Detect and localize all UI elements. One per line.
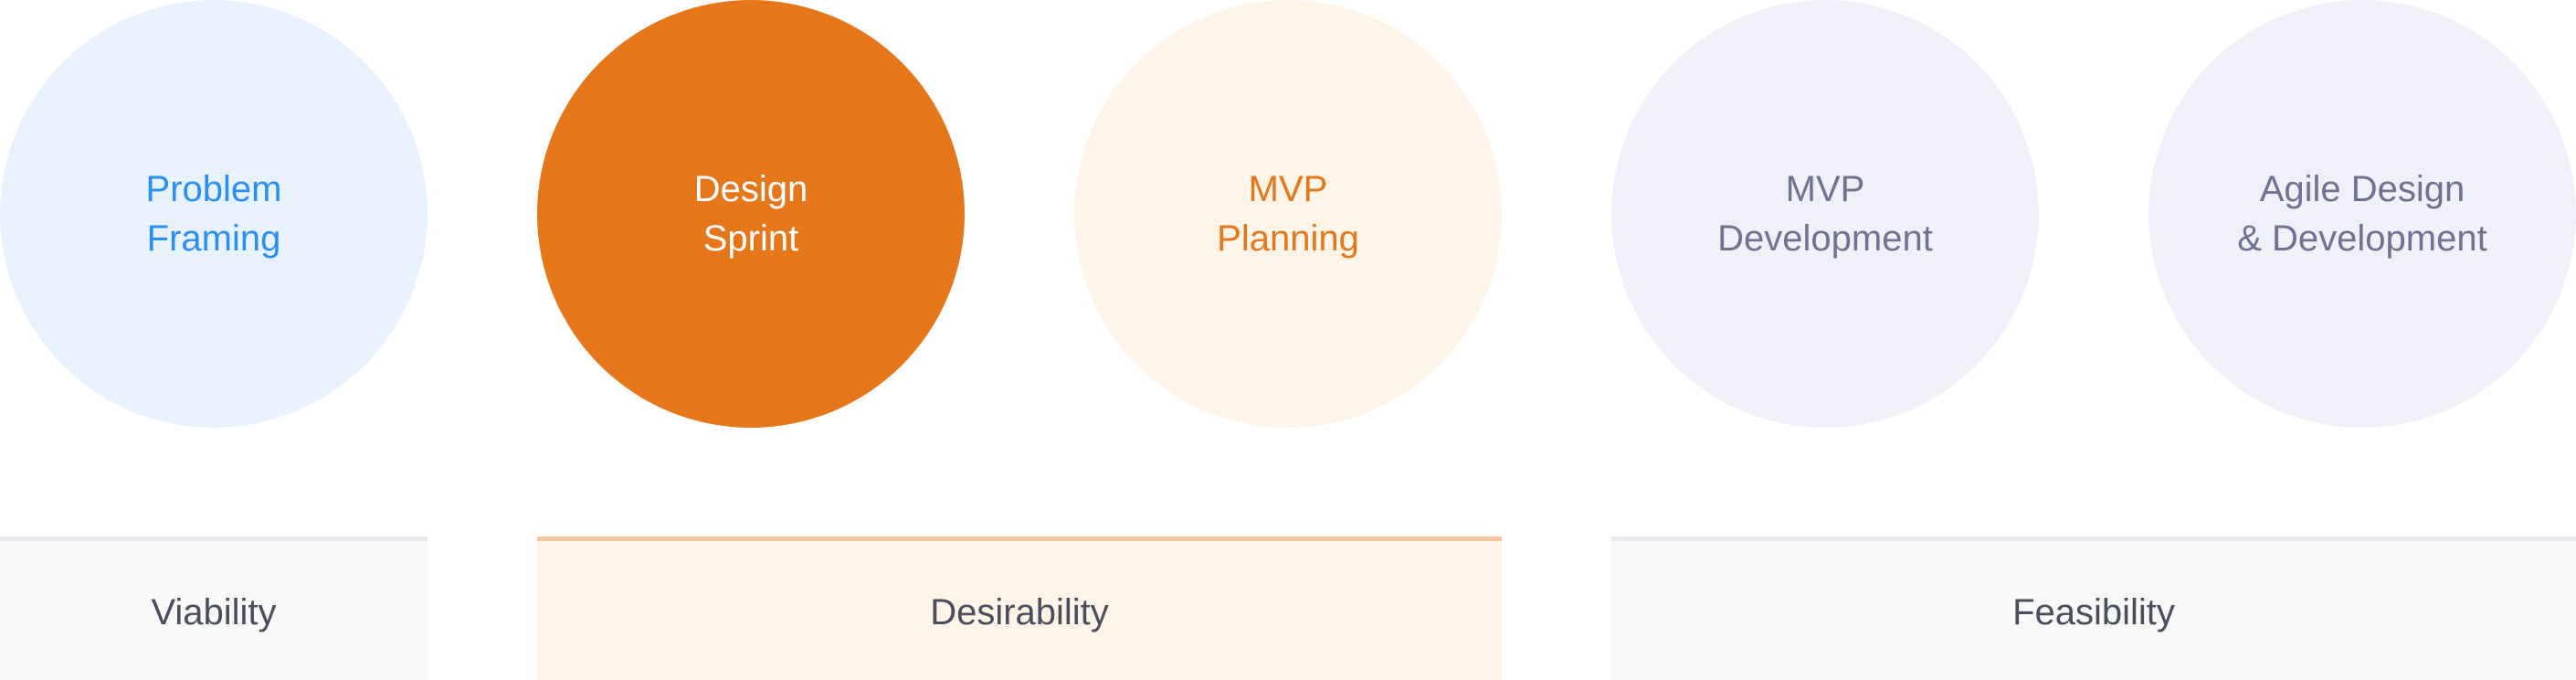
stage-label: MVP Planning (1217, 169, 1359, 259)
category-label: Feasibility (2012, 591, 2175, 632)
category-label: Viability (151, 591, 277, 632)
category-label: Desirability (930, 591, 1109, 632)
category-viability: Viability (0, 537, 428, 680)
stage-mvp-development: MVP Development (1611, 0, 2039, 428)
stage-mvp-planning: MVP Planning (1074, 0, 1502, 428)
category-feasibility: Feasibility (1611, 537, 2576, 680)
stage-label: Problem Framing (145, 169, 282, 259)
stage-label: Design Sprint (693, 169, 808, 259)
stage-design-sprint: Design Sprint (537, 0, 965, 428)
stage-label: MVP Development (1717, 169, 1933, 259)
category-desirability: Desirability (537, 537, 1502, 680)
stage-problem-framing: Problem Framing (0, 0, 428, 428)
stage-label: Agile Design & Development (2237, 169, 2487, 259)
stage-agile-design-development: Agile Design & Development (2148, 0, 2576, 428)
